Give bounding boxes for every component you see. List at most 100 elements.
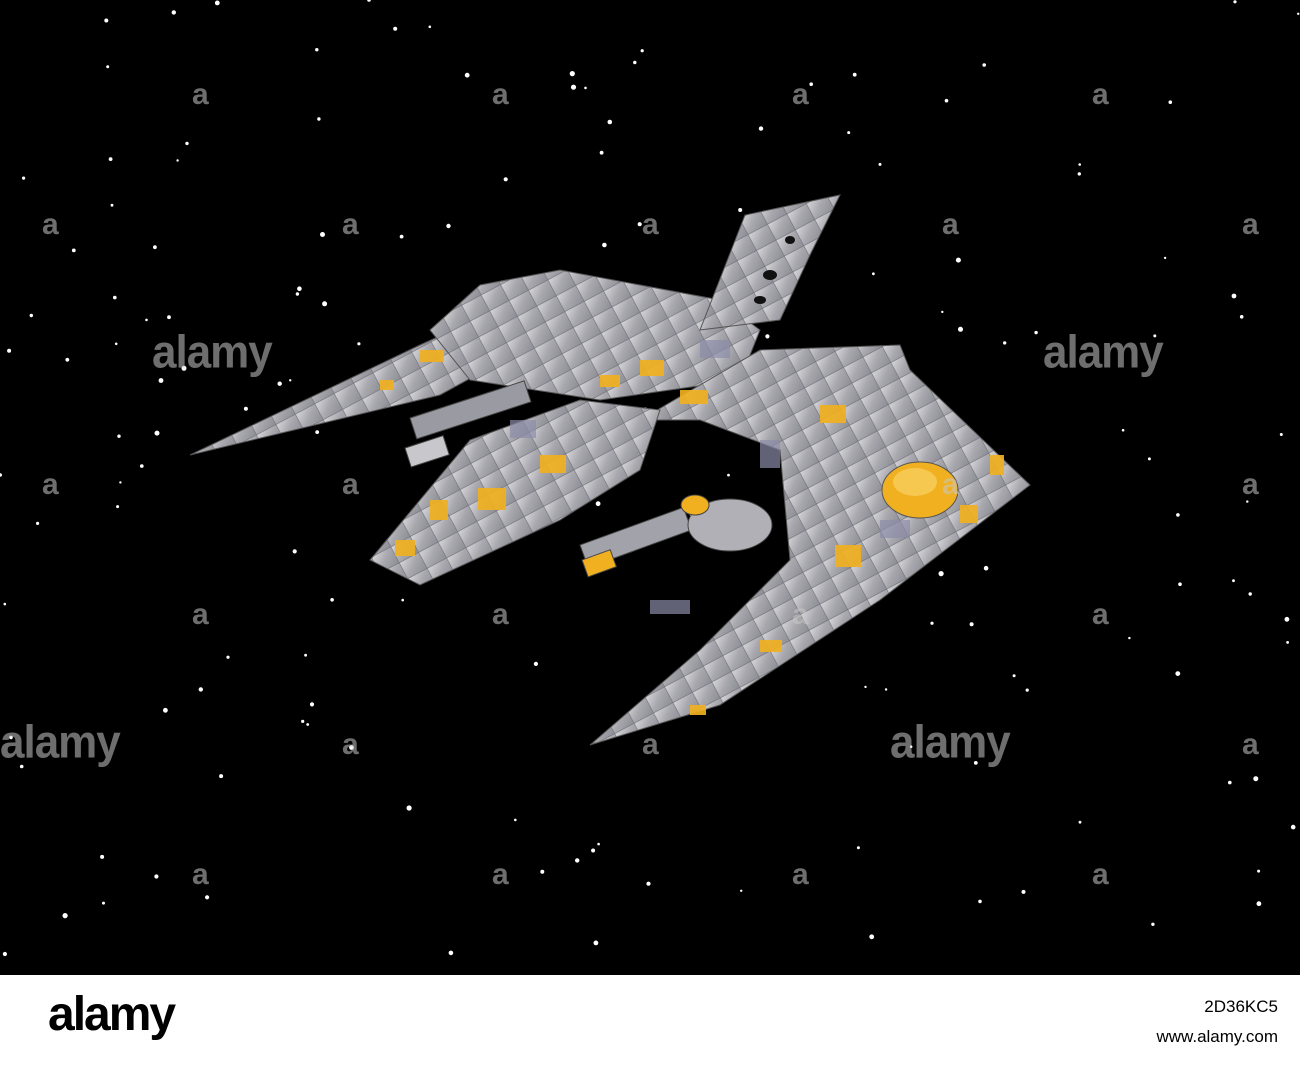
watermark-mark: a (792, 78, 809, 111)
star (113, 295, 117, 300)
star (852, 72, 857, 77)
star (1297, 12, 1300, 15)
star (533, 661, 539, 667)
watermark-mark: a (1092, 598, 1109, 631)
watermark-mark: a (642, 208, 659, 241)
lower-cannon (579, 494, 773, 578)
star (930, 621, 934, 625)
watermark-mark: a (342, 728, 359, 761)
star (317, 117, 321, 121)
watermark-mark: a (492, 858, 509, 891)
star (1175, 671, 1181, 676)
star (944, 98, 949, 103)
starfield (0, 0, 1300, 957)
watermark-mark: a (1242, 728, 1259, 761)
star (809, 82, 813, 86)
star (884, 688, 888, 691)
star (140, 464, 144, 468)
star (847, 131, 851, 135)
star (181, 365, 187, 371)
star (1012, 674, 1016, 678)
star (1228, 780, 1232, 785)
star (593, 940, 599, 946)
star (19, 764, 24, 769)
star (22, 176, 26, 180)
watermark-mark: a (792, 858, 809, 891)
watermark-word: alamy (890, 716, 1011, 769)
star (154, 874, 159, 879)
footer-url: www.alamy.com (1156, 1027, 1278, 1046)
spaceship (189, 194, 1031, 746)
star (320, 232, 325, 237)
accent-panels (380, 350, 1004, 715)
star (1078, 820, 1082, 824)
star (1246, 500, 1249, 503)
star (315, 48, 319, 52)
star (1286, 641, 1289, 644)
star (1232, 579, 1235, 583)
star (1128, 636, 1131, 640)
star (243, 406, 248, 411)
star (1034, 330, 1038, 335)
star (1248, 592, 1252, 596)
star (100, 854, 105, 859)
star (973, 761, 978, 765)
star (36, 521, 40, 526)
star (29, 313, 33, 318)
star (1231, 293, 1237, 299)
star (540, 869, 545, 874)
star (727, 473, 730, 477)
star (309, 702, 315, 707)
star (1256, 901, 1262, 907)
footer-bar: alamy 2D36KC5 www.alamy.com (0, 975, 1300, 1065)
star (1178, 582, 1182, 586)
watermark-mark: a (642, 728, 659, 761)
star (289, 379, 292, 382)
star (104, 18, 109, 23)
star (71, 248, 76, 253)
star (301, 719, 305, 724)
watermark-mark: a (42, 208, 59, 241)
star (295, 292, 300, 296)
star (595, 501, 601, 507)
star (909, 745, 913, 748)
star (969, 622, 974, 627)
shadow-panels (510, 340, 910, 614)
star (102, 901, 105, 905)
star (1176, 513, 1180, 517)
star (349, 745, 354, 750)
star (955, 257, 961, 263)
star (292, 549, 297, 554)
crescent-wing (589, 344, 1031, 746)
star (119, 481, 122, 484)
star (938, 571, 944, 577)
star (277, 381, 282, 386)
star (171, 10, 176, 15)
star (869, 934, 875, 940)
watermark-mark: a (792, 598, 809, 631)
star (322, 301, 328, 307)
star (591, 848, 596, 853)
star (633, 60, 637, 65)
watermark-mark: a (342, 208, 359, 241)
star (1121, 428, 1125, 432)
watermark-mark: a (42, 468, 59, 501)
star (872, 272, 875, 276)
star (185, 141, 189, 146)
star (1239, 315, 1244, 319)
star (367, 0, 371, 2)
star (758, 126, 764, 131)
watermark-mark: a (1242, 208, 1259, 241)
star (514, 818, 517, 822)
star (446, 223, 451, 229)
star (575, 858, 580, 863)
watermark-word: alamy (1043, 326, 1164, 379)
star (357, 342, 361, 346)
star (205, 895, 210, 900)
star (110, 203, 114, 207)
star (167, 315, 171, 320)
star (1257, 869, 1261, 873)
star (1284, 616, 1290, 622)
star (569, 71, 575, 77)
star (646, 881, 651, 886)
